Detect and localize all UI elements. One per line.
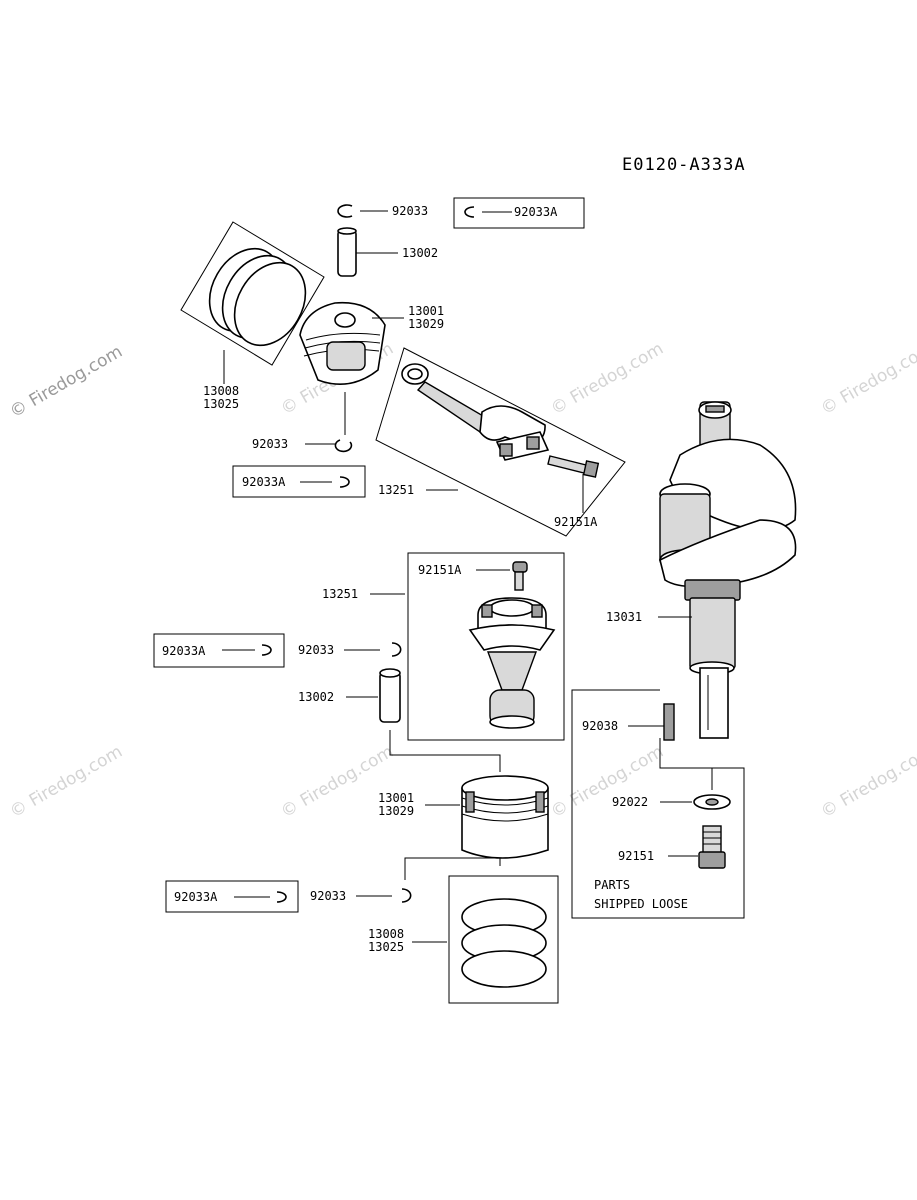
callout-92033A: 92033A [242, 475, 286, 489]
callout-13029: 13029 [378, 804, 414, 818]
callout-92033: 92033 [298, 643, 334, 657]
callout-92022: 92022 [612, 795, 648, 809]
piston-icon[interactable] [461, 775, 549, 859]
alt-part-box [453, 197, 585, 229]
piston-rings-icon[interactable] [195, 236, 319, 358]
circlip-icon[interactable] [391, 642, 402, 657]
callout-92033: 92033 [310, 889, 346, 903]
watermark: © Firedog.com [548, 742, 667, 823]
callout-92033A: 92033A [174, 890, 218, 904]
alt-part-box [153, 633, 285, 668]
callout-92151A: 92151A [418, 563, 462, 577]
bolt-icon[interactable] [547, 455, 600, 478]
callout-13029: 13029 [408, 317, 444, 331]
connecting-rod-icon[interactable] [468, 597, 556, 729]
piston-rings-icon[interactable] [461, 898, 547, 988]
circlip-icon[interactable] [401, 888, 412, 903]
callout-13002: 13002 [402, 246, 438, 260]
callout-92033A: 92033A [162, 644, 206, 658]
callout-13251: 13251 [378, 483, 414, 497]
loose-parts-label: SHIPPED LOOSE [594, 897, 688, 911]
circlip-icon [339, 476, 350, 488]
callout-92151: 92151 [618, 849, 654, 863]
key-icon[interactable] [663, 703, 675, 741]
circlip-icon [464, 206, 475, 218]
watermark: © Firedog.com [7, 742, 126, 823]
callout-92033A: 92033A [514, 205, 558, 219]
washer-icon[interactable] [693, 794, 731, 810]
watermark: © Firedog.com [818, 339, 917, 420]
callout-13031: 13031 [606, 610, 642, 624]
circlip-icon[interactable] [334, 439, 353, 453]
callout-92038: 92038 [582, 719, 618, 733]
watermark: © Firedog.com [7, 342, 126, 423]
alt-part-box [165, 880, 299, 913]
piston-icon[interactable] [299, 301, 386, 386]
bolt-icon[interactable] [512, 561, 528, 591]
piston-pin-icon[interactable] [337, 227, 357, 277]
callout-13025: 13025 [368, 940, 404, 954]
callout-92033: 92033 [252, 437, 288, 451]
circlip-icon [261, 644, 272, 656]
diagram-code: E0120-A333A [622, 155, 746, 175]
callout-92151A: 92151A [554, 515, 598, 529]
alt-part-box [232, 465, 366, 498]
crankshaft-icon[interactable] [659, 401, 797, 739]
callout-13001: 13001 [378, 791, 414, 805]
connecting-rod-icon[interactable] [401, 363, 550, 461]
loose-parts-box [571, 689, 745, 919]
callout-92033: 92033 [392, 204, 428, 218]
watermark: © Firedog.com [818, 742, 917, 823]
circlip-icon [276, 891, 287, 903]
rings-box [448, 875, 559, 1004]
callout-13025: 13025 [203, 397, 239, 411]
callout-13002: 13002 [298, 690, 334, 704]
watermark: © Firedog.com [548, 339, 667, 420]
rings-box [180, 221, 325, 366]
piston-pin-icon[interactable] [379, 668, 401, 723]
rod-box [375, 347, 626, 537]
callout-13001: 13001 [408, 304, 444, 318]
circlip-icon[interactable] [337, 204, 353, 218]
callout-13008: 13008 [368, 927, 404, 941]
rod-box [407, 552, 565, 741]
bolt-icon[interactable] [698, 825, 726, 869]
callout-13251: 13251 [322, 587, 358, 601]
callout-13008: 13008 [203, 384, 239, 398]
loose-parts-label: PARTS [594, 878, 630, 892]
